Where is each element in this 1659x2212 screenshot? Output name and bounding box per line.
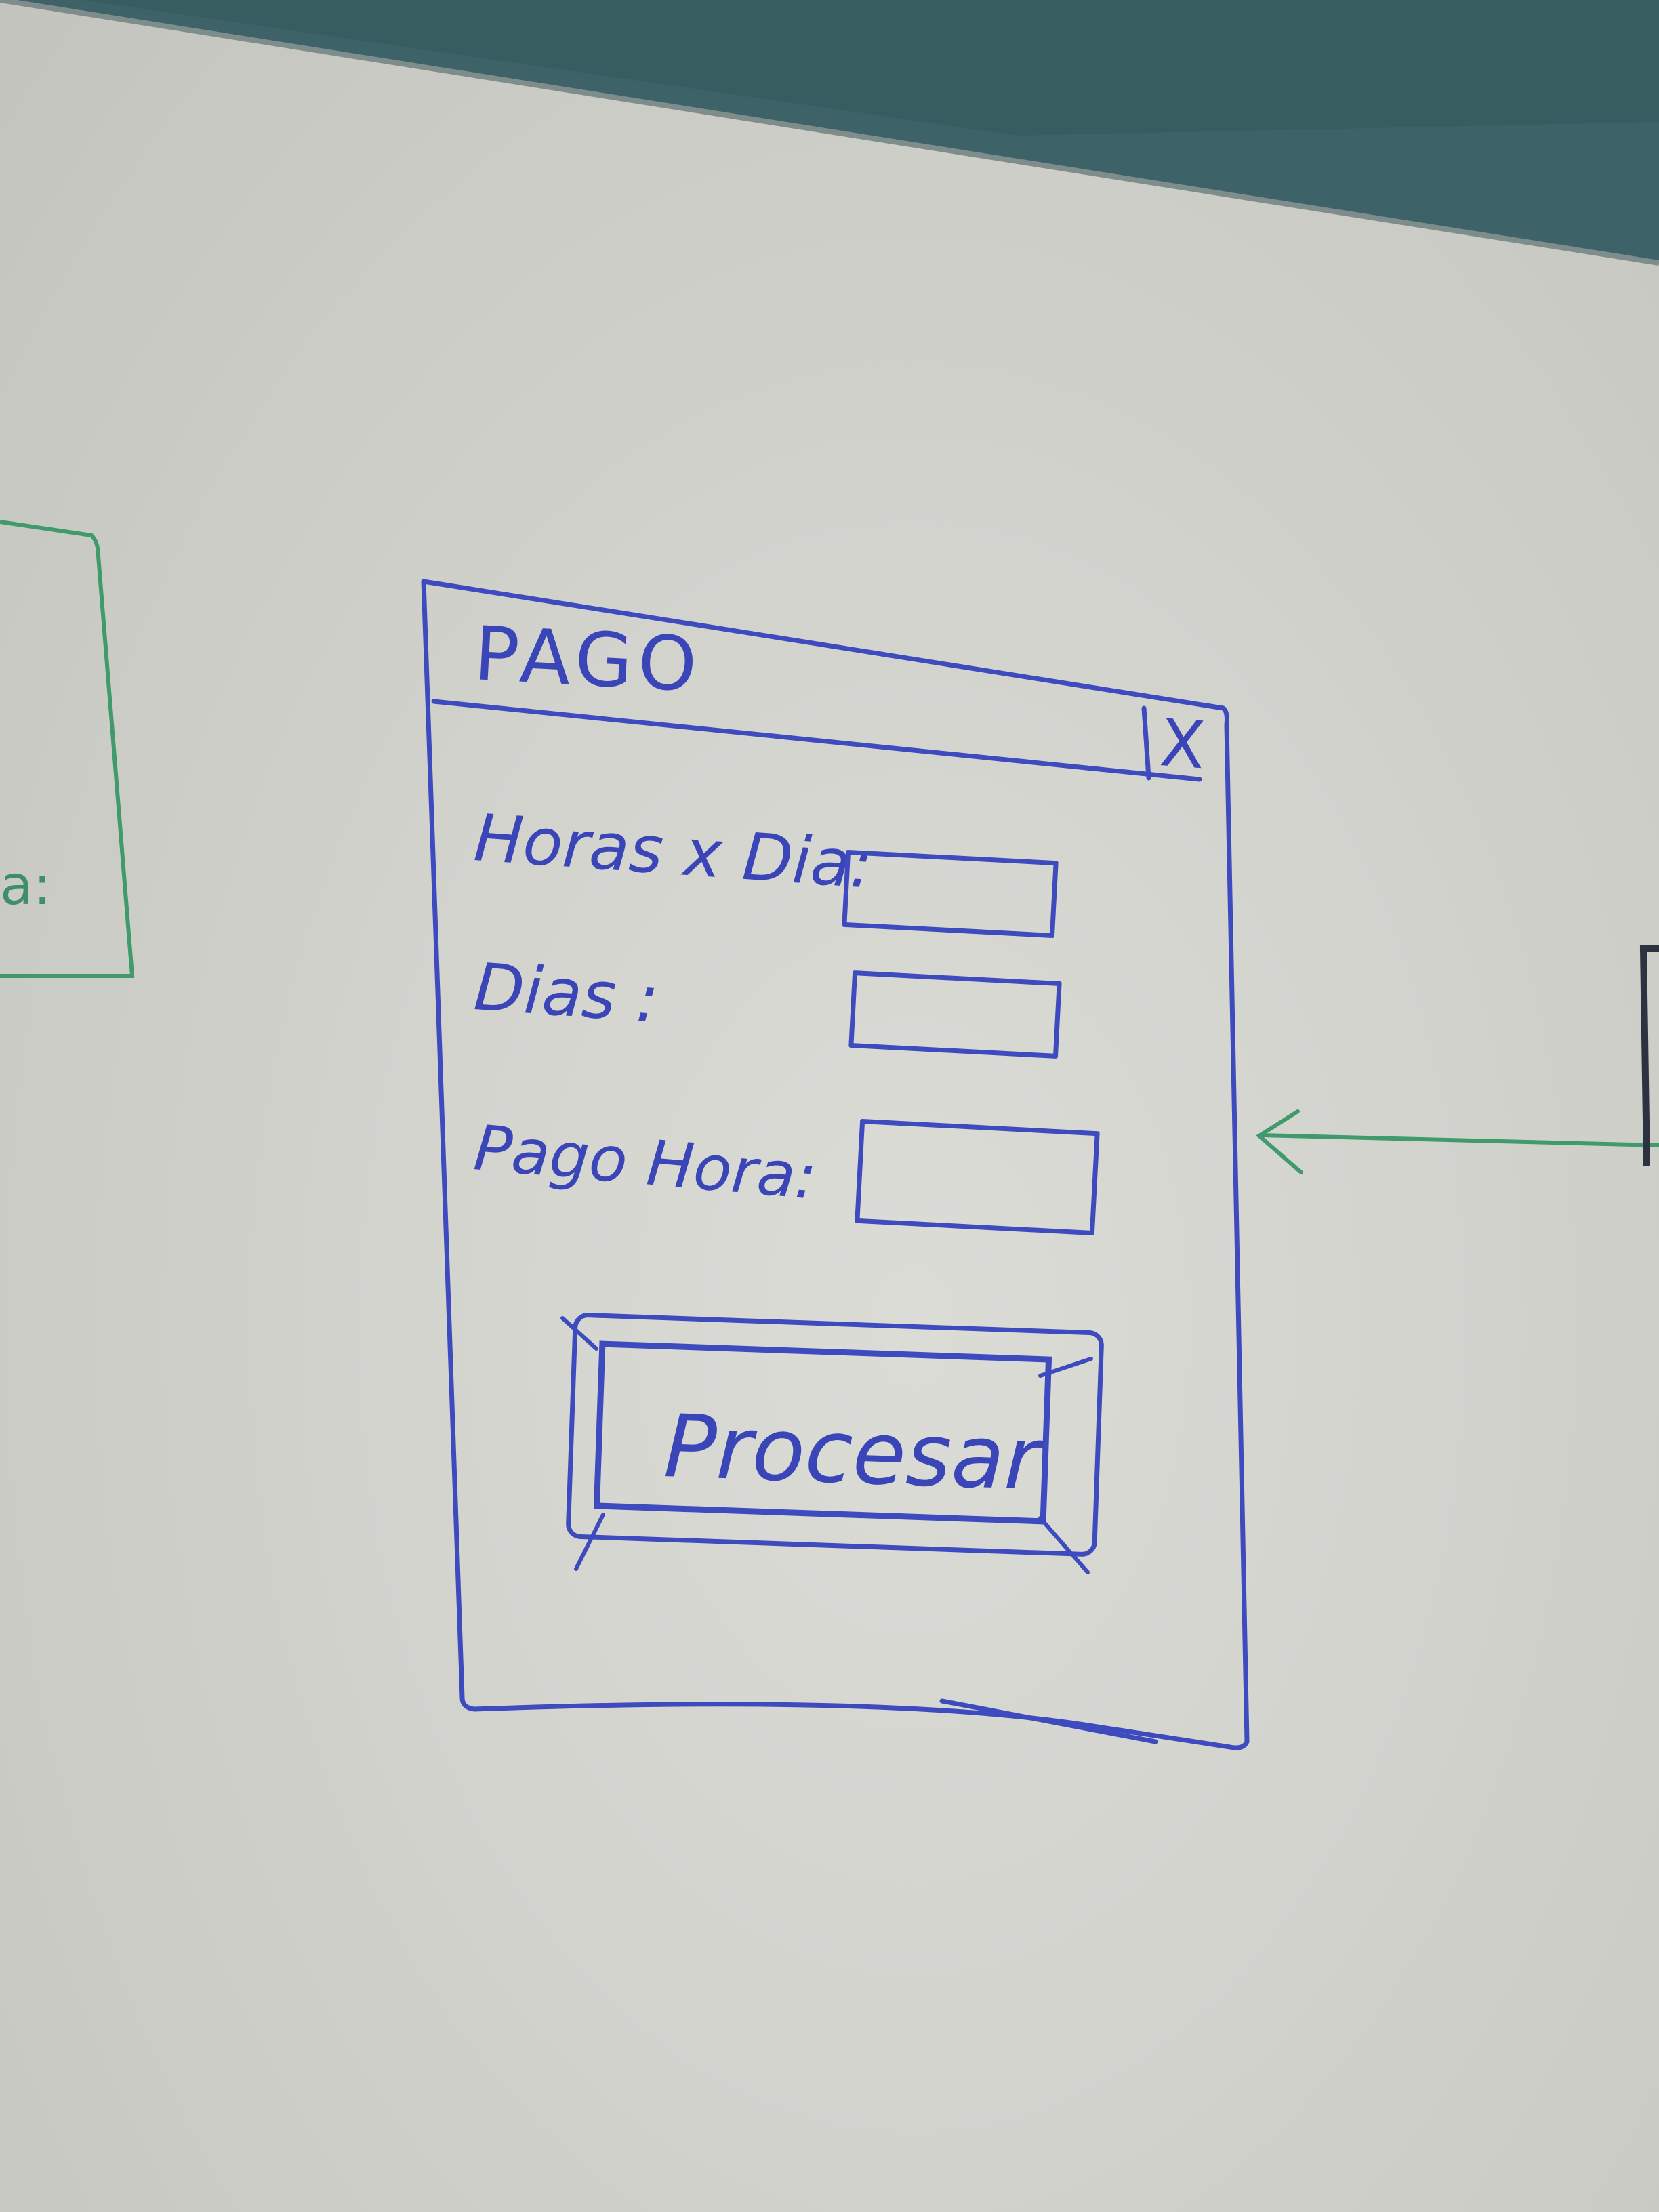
horas-por-dia-input[interactable] — [842, 849, 1059, 939]
dialog-window — [421, 579, 1250, 1750]
bottom-flourish — [939, 1698, 1158, 1744]
adjacent-window-edge-right — [1639, 945, 1659, 1166]
dialog-border — [421, 579, 1250, 1750]
procesar-button-label: Procesar — [662, 1396, 1042, 1511]
pago-hora-input[interactable] — [855, 1118, 1100, 1236]
adjacent-window-label-fragment: a: — [0, 854, 52, 917]
dias-label: Dias : — [472, 949, 661, 1038]
button-bevel — [560, 1316, 1093, 1574]
dias-input[interactable] — [848, 970, 1062, 1059]
adjacent-window-sketch — [0, 520, 135, 978]
close-button[interactable]: X — [1158, 705, 1208, 784]
ceiling-background — [0, 0, 1659, 266]
connector-arrow — [1255, 1109, 1659, 1174]
close-button-divider — [1141, 705, 1151, 781]
titlebar-divider — [431, 699, 1202, 782]
window-title: PAGO — [472, 610, 705, 709]
